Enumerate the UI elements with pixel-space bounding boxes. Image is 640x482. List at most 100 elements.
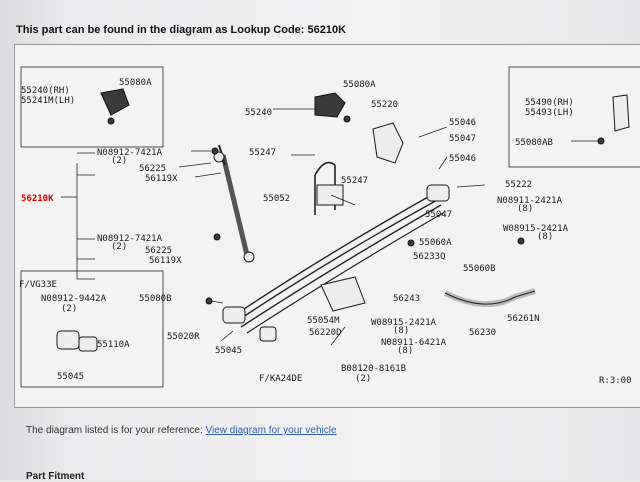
- part-fitment-heading: Part Fitment: [26, 471, 85, 482]
- label-56220d: 56220D: [309, 328, 342, 338]
- bolt-inset-icon: [107, 117, 115, 125]
- label-55080a-inset: 55080A: [119, 78, 152, 88]
- leaf-spring-line-1: [234, 192, 436, 316]
- bolt-55080b-icon: [205, 297, 213, 305]
- label-qty-8d: (8): [397, 346, 413, 356]
- label-55240: 55240: [245, 108, 272, 118]
- leader-55080b: [210, 300, 224, 304]
- washer-icon: [517, 237, 525, 245]
- diagram-svg: 55240(RH) 55241M(LH) 55080A 55080A 55240…: [19, 66, 640, 388]
- label-55047: 55047: [449, 134, 476, 144]
- label-w08915-2421a: W08915-2421A: [503, 224, 569, 234]
- label-55247b: 55247: [341, 176, 368, 186]
- leader-55046b: [438, 156, 448, 170]
- stabilizer-bar: [443, 288, 536, 308]
- label-55080a: 55080A: [343, 80, 376, 90]
- inset-box-bracket: [20, 66, 164, 148]
- bolt-55060a-icon: [407, 239, 415, 247]
- label-55080ab: 55080AB: [515, 138, 553, 148]
- leader-55052: [330, 194, 356, 206]
- spring-plate: [320, 276, 366, 312]
- label-55220: 55220: [371, 100, 398, 110]
- label-55080b: 55080B: [139, 294, 172, 304]
- diagram-reference-note: The diagram listed is for your reference…: [26, 425, 337, 436]
- spring-bumper: [316, 184, 344, 206]
- leader-55020r: [220, 330, 234, 342]
- view-diagram-link[interactable]: View diagram for your vehicle: [205, 425, 337, 436]
- label-56233q: 56233Q: [413, 252, 446, 262]
- label-55240rh: 55240(RH): [21, 86, 70, 96]
- lookup-code-heading: This part can be found in the diagram as…: [16, 24, 347, 36]
- leader-56225: [178, 162, 212, 168]
- inset-bushing-2: [78, 336, 98, 352]
- front-hanger: [314, 92, 346, 118]
- label-56119x-lower: 56119X: [149, 256, 182, 266]
- bolt-55080ab-icon: [597, 137, 605, 145]
- bushing-55045: [259, 326, 277, 342]
- leader-55054m: [330, 326, 346, 346]
- label-55493lh: 55493(LH): [525, 108, 574, 118]
- label-revision: R:3:00: [599, 376, 632, 386]
- label-55052: 55052: [263, 194, 290, 204]
- spring-front-eye: [222, 306, 246, 324]
- bolt-55080a-icon: [343, 115, 351, 123]
- label-56261n: 56261N: [507, 314, 540, 324]
- spring-rear-eye: [426, 184, 450, 202]
- label-fka24de: F/KA24DE: [259, 374, 302, 384]
- label-55222: 55222: [505, 180, 532, 190]
- leader-56119x: [194, 172, 222, 178]
- label-qty-8c: (8): [393, 326, 409, 336]
- inset-bushing: [56, 330, 80, 350]
- label-55046: 55046: [449, 118, 476, 128]
- label-55060b: 55060B: [463, 264, 496, 274]
- label-55020r: 55020R: [167, 332, 200, 342]
- label-55060a: 55060A: [419, 238, 452, 248]
- label-qty-vg33e: (2): [61, 304, 77, 314]
- rear-hanger-bracket: [612, 94, 630, 132]
- shackle-bracket: [372, 122, 404, 164]
- leaf-spring-line-3: [240, 204, 442, 328]
- label-55247: 55247: [249, 148, 276, 158]
- label-55241mlh: 55241M(LH): [21, 96, 75, 106]
- label-56225-upper: 56225: [139, 164, 166, 174]
- bolt-top-icon: [211, 147, 219, 155]
- label-55045: 55045: [215, 346, 242, 356]
- parts-diagram: 55240(RH) 55241M(LH) 55080A 55080A 55240…: [14, 44, 640, 408]
- shock-lower-bushing: [243, 251, 255, 263]
- bolt-lower-icon: [213, 233, 221, 241]
- shock-upper-bushing: [213, 151, 225, 163]
- label-56225-lower: 56225: [145, 246, 172, 256]
- label-fvg33e: F/VG33E: [19, 280, 57, 290]
- label-w08915-2421a-b: W08915-2421A: [371, 318, 437, 328]
- stabilizer-bar-outline: [444, 290, 536, 305]
- label-56243: 56243: [393, 294, 420, 304]
- label-qty-8b: (8): [537, 232, 553, 242]
- reference-text: The diagram listed is for your reference…: [26, 425, 203, 436]
- leader-56210k: [76, 163, 95, 280]
- label-55490rh: 55490(RH): [525, 98, 574, 108]
- label-qty-lower: (2): [111, 242, 127, 252]
- shock-absorber-body: [220, 154, 250, 256]
- leaf-spring-line-2: [236, 198, 440, 322]
- label-qty-upper: (2): [111, 156, 127, 166]
- label-n08912-lower: N08912-7421A: [97, 234, 163, 244]
- label-55045-inset: 55045: [57, 372, 84, 382]
- label-n08911-6421a: N08911-6421A: [381, 338, 447, 348]
- inset-box-vg33e: [20, 270, 164, 388]
- inset-box-rear-bracket: [508, 66, 640, 168]
- leaf-spring-line-4: [246, 212, 444, 334]
- label-qty-2b: (2): [355, 374, 371, 384]
- label-n08911-2421a: N08911-2421A: [497, 196, 563, 206]
- label-55054m: 55054M: [307, 316, 340, 326]
- label-55110a: 55110A: [97, 340, 130, 350]
- label-55047b: 55047: [425, 210, 452, 220]
- label-56230: 56230: [469, 328, 496, 338]
- label-56119x-upper: 56119X: [145, 174, 178, 184]
- label-56210k-highlight: 56210K: [21, 194, 54, 204]
- label-n08912-9442a: N08912-9442A: [41, 294, 107, 304]
- label-55046b: 55046: [449, 154, 476, 164]
- leader-55222: [456, 184, 486, 188]
- inset-hanger: [100, 88, 130, 116]
- label-b08120-8161b: B08120-8161B: [341, 364, 406, 374]
